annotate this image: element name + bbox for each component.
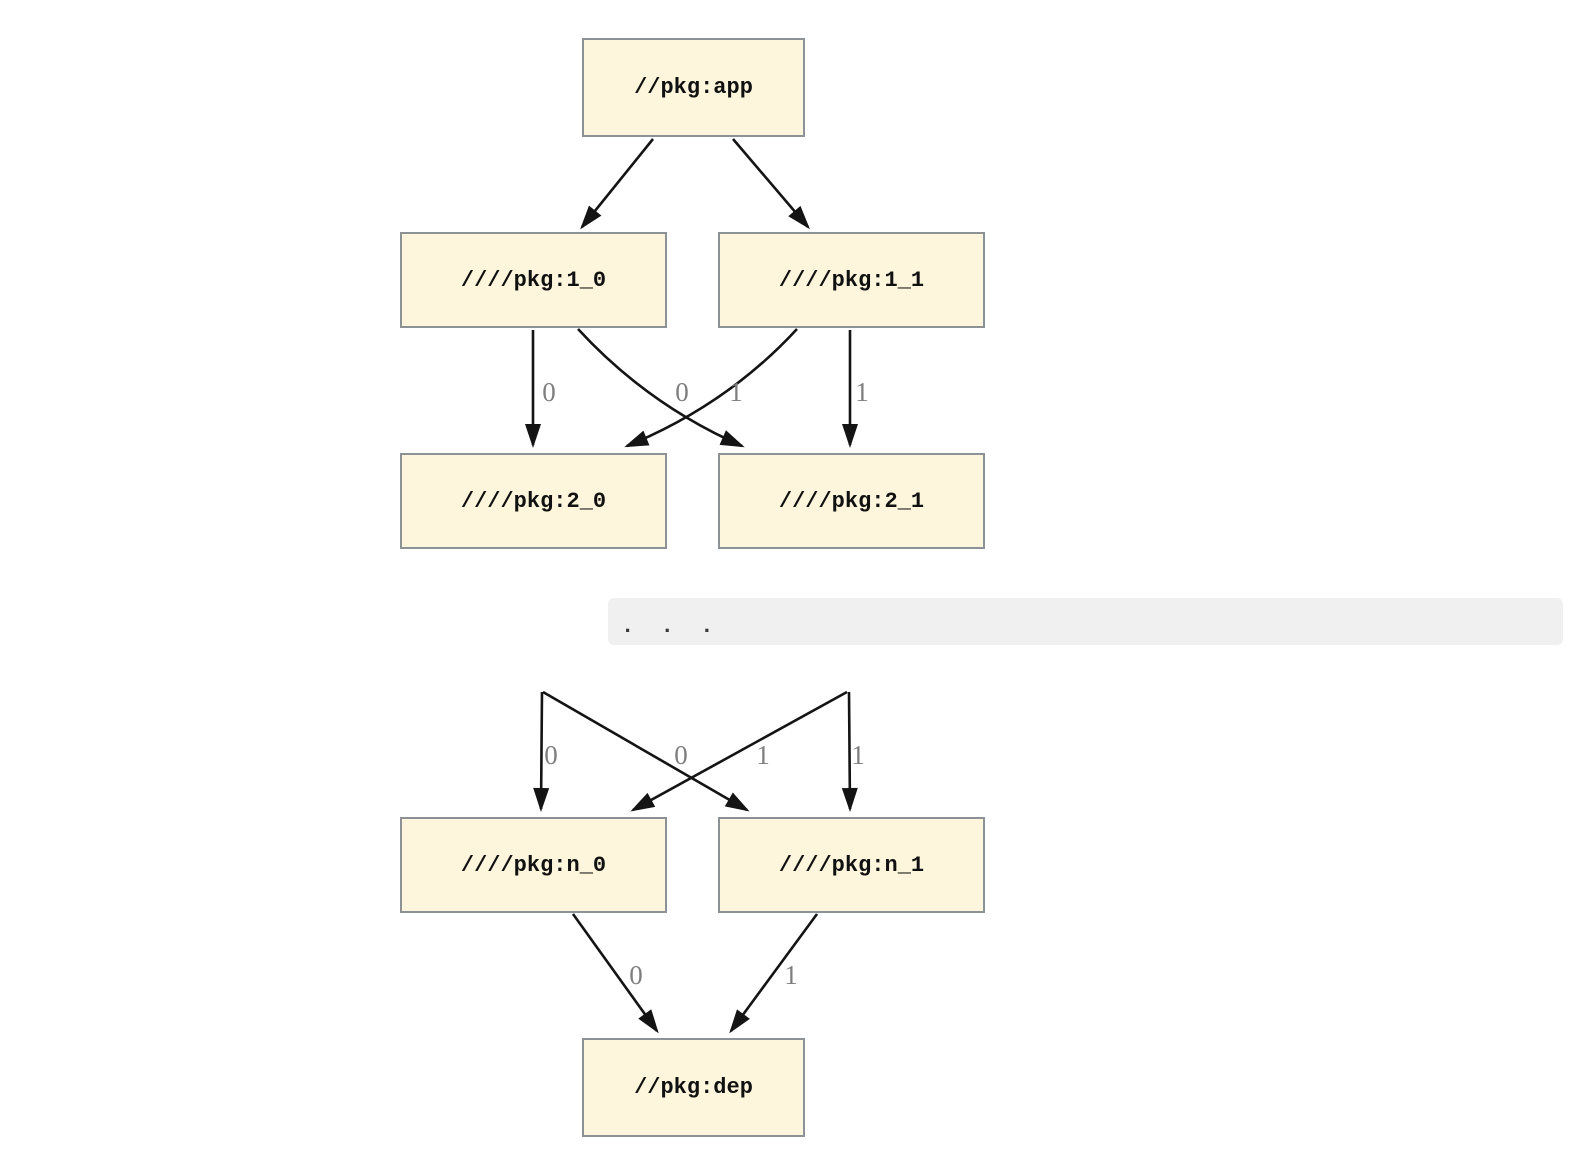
node-pkg-n_1: ////pkg:n_1 bbox=[718, 817, 985, 913]
node-pkg-1_1: ////pkg:1_1 bbox=[718, 232, 985, 328]
node-pkg-2_1: ////pkg:2_1 bbox=[718, 453, 985, 549]
edge-label: 1 bbox=[855, 377, 869, 407]
node-pkg-1_0: ////pkg:1_0 bbox=[400, 232, 667, 328]
node-label: ////pkg:1_1 bbox=[778, 267, 925, 293]
node-label: ////pkg:1_0 bbox=[460, 267, 607, 293]
edge-1_0-to-2_1 bbox=[577, 328, 745, 448]
edge-label: 0 bbox=[544, 740, 558, 770]
edge-label: 0 bbox=[675, 377, 689, 407]
node-pkg-2_0: ////pkg:2_0 bbox=[400, 453, 667, 549]
edge-ellipsis-to-n_0 bbox=[533, 691, 550, 812]
node-pkg-app: //pkg:app bbox=[582, 38, 805, 137]
node-label: ////pkg:2_1 bbox=[778, 488, 925, 514]
node-pkg-n_0: ////pkg:n_0 bbox=[400, 817, 667, 913]
edge-ellipsis-to-n_1-cross bbox=[542, 690, 750, 812]
edge-1_1-to-2_0 bbox=[624, 328, 798, 448]
node-label: ////pkg:n_0 bbox=[460, 852, 607, 878]
edge-app-to-1_0 bbox=[580, 138, 655, 230]
edge-ellipsis-to-n_0-cross bbox=[630, 690, 848, 812]
edge-label: 0 bbox=[629, 960, 643, 990]
node-label: //pkg:app bbox=[634, 75, 753, 100]
edge-label: 1 bbox=[784, 960, 798, 990]
edge-label: 0 bbox=[674, 740, 688, 770]
ellipsis-dots: . . . bbox=[621, 614, 714, 639]
edge-label: 1 bbox=[851, 740, 865, 770]
ellipsis-band: . . . bbox=[608, 598, 1563, 645]
node-pkg-dep: //pkg:dep bbox=[582, 1038, 805, 1137]
edge-app-to-1_1 bbox=[732, 138, 810, 230]
node-label: ////pkg:n_1 bbox=[778, 852, 925, 878]
edge-label: 0 bbox=[542, 377, 556, 407]
edge-n_1-to-dep bbox=[729, 913, 819, 1034]
edge-label: 1 bbox=[729, 377, 743, 407]
node-label: //pkg:dep bbox=[634, 1075, 753, 1100]
edge-n_0-to-dep bbox=[571, 913, 659, 1034]
node-label: ////pkg:2_0 bbox=[460, 488, 607, 514]
edge-ellipsis-to-n_1 bbox=[841, 691, 858, 812]
edge-label: 1 bbox=[756, 740, 770, 770]
